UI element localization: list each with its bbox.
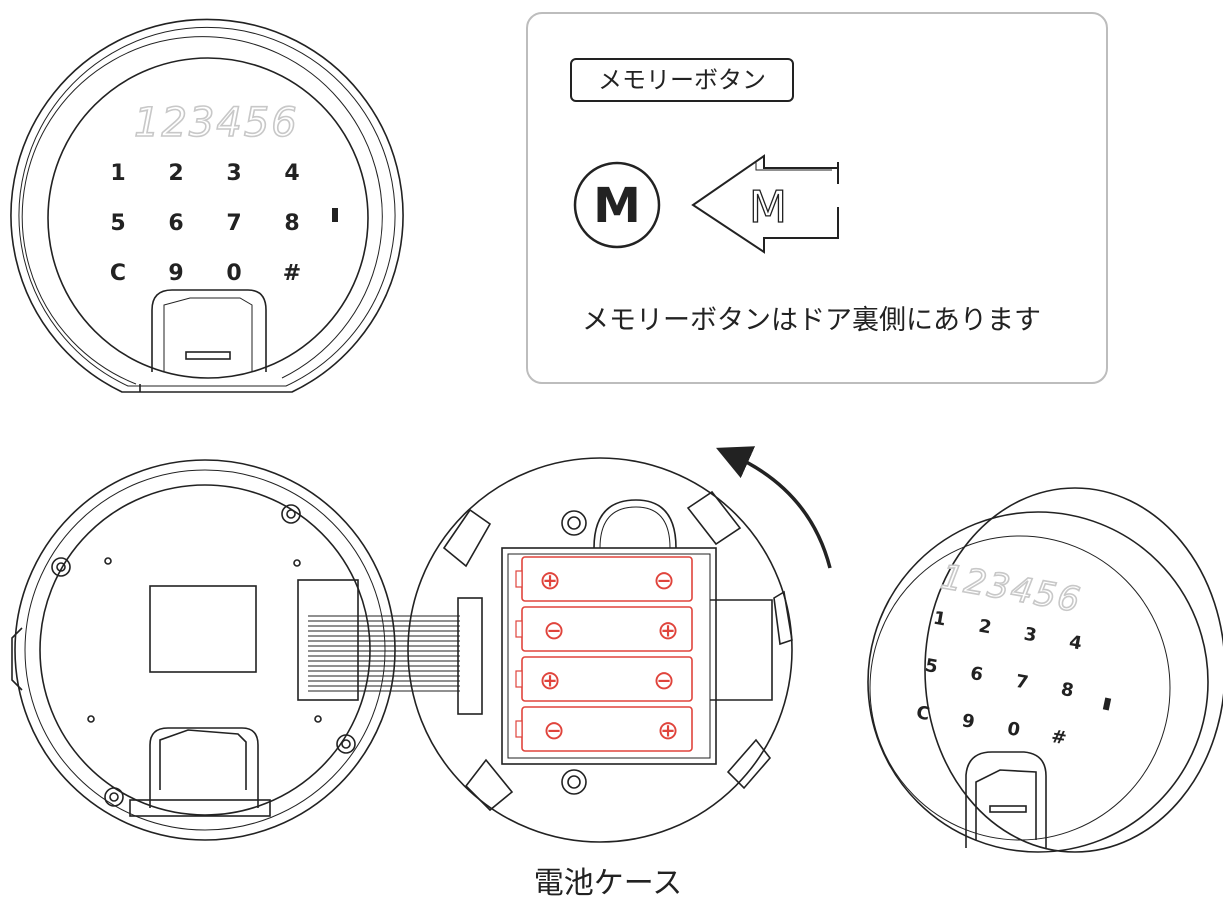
keypad-key: 3 — [226, 161, 241, 186]
keypad-front-top — [10, 18, 404, 393]
keypad-key: 3 — [1022, 624, 1038, 647]
keypad-key: 1 — [110, 161, 125, 186]
plus-terminal-icon: ⊕ — [539, 666, 561, 696]
keypad-key: 5 — [110, 211, 125, 236]
memory-outline-letter: M — [749, 182, 787, 233]
keypad-key: 7 — [226, 211, 241, 236]
battery-cell: ⊕⊖ — [515, 706, 693, 752]
keypad-keys-angled: 1 2 3 4 5 6 7 8C 9 0 # — [915, 608, 1084, 750]
keypad-key: # — [283, 261, 301, 286]
battery-cell: ⊕⊖ — [515, 656, 693, 702]
keypad-key: 9 — [960, 710, 976, 733]
keypad-key: 9 — [168, 261, 183, 286]
keypad-key: 7 — [1014, 671, 1030, 694]
battery-indicator-angled-icon — [1102, 697, 1112, 711]
rotate-arrow-icon — [716, 446, 832, 569]
keypad-key: 2 — [168, 161, 183, 186]
keypad-key: C — [915, 702, 932, 725]
keypad-key: 2 — [977, 616, 993, 639]
battery-indicator-icon — [332, 208, 338, 222]
keypad-key: 0 — [226, 261, 241, 286]
keypad-keys-top: 1 2 3 4 5 6 7 8C 9 0 # — [110, 161, 301, 286]
keypad-key: 6 — [168, 211, 183, 236]
keypad-key: 1 — [932, 608, 948, 631]
plus-terminal-icon: ⊕ — [657, 716, 679, 746]
digit-display-angled: 123456 — [937, 556, 1085, 622]
plus-terminal-icon: ⊕ — [539, 566, 561, 596]
keypad-key: 8 — [284, 211, 299, 236]
plus-terminal-icon: ⊕ — [657, 616, 679, 646]
keypad-key: 6 — [969, 663, 985, 686]
keypad-key: # — [1050, 726, 1069, 749]
minus-terminal-icon: ⊖ — [543, 716, 565, 746]
memory-button-callout — [526, 12, 1108, 384]
keypad-key: 5 — [923, 655, 939, 678]
keypad-angled — [867, 487, 1223, 853]
digit-display-top: 123456 — [133, 99, 299, 147]
minus-terminal-icon: ⊖ — [543, 616, 565, 646]
battery-case-label: 電池ケース — [533, 866, 683, 901]
ribbon-cable — [308, 615, 460, 692]
minus-terminal-icon: ⊖ — [653, 666, 675, 696]
keypad-key: C — [110, 261, 126, 286]
memory-arrow-icon — [691, 154, 839, 254]
display-digits: 123456 — [134, 100, 299, 146]
batteries: ⊕⊖⊕⊖⊕⊖⊕⊖ — [515, 556, 693, 752]
keypad-key: 0 — [1006, 718, 1022, 741]
battery-cell: ⊕⊖ — [515, 556, 693, 602]
display-digits: 123456 — [938, 557, 1085, 621]
keypad-key: 4 — [284, 161, 299, 186]
memory-button-letter: M — [593, 178, 641, 234]
memory-button-tag: メモリーボタン — [570, 58, 794, 102]
keypad-key: 8 — [1059, 679, 1075, 702]
minus-terminal-icon: ⊖ — [653, 566, 675, 596]
memory-button-icon: M — [573, 161, 661, 249]
battery-cell: ⊕⊖ — [515, 606, 693, 652]
rear-housing-open — [11, 459, 396, 841]
memory-button-note: メモリーボタンはドア裏側にあります — [582, 305, 1041, 336]
keypad-key: 4 — [1068, 632, 1084, 655]
battery-case-housing — [407, 457, 793, 843]
